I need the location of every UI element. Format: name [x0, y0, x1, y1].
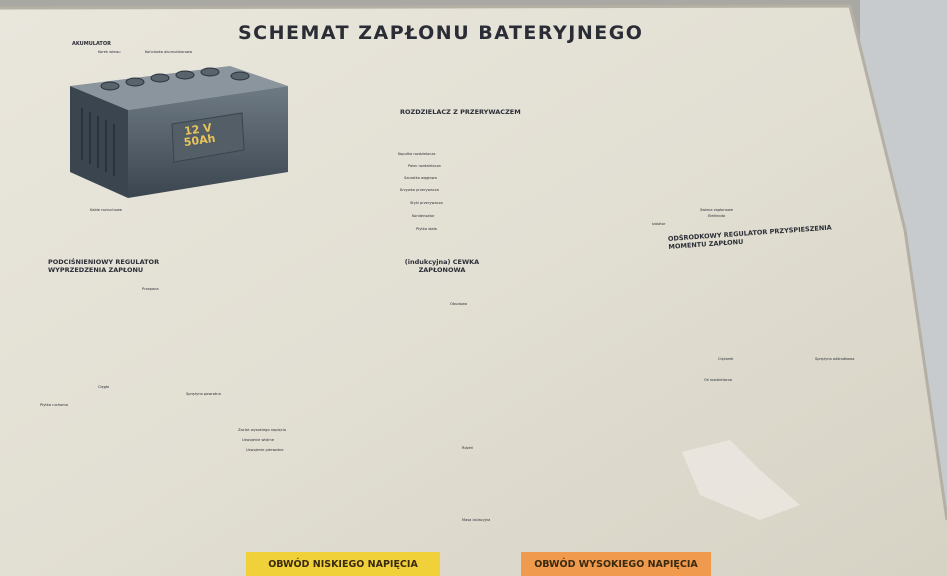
regulator-part-6: Oś rozdzielacza — [704, 378, 732, 382]
plug-label-2: Izolator — [652, 222, 666, 226]
regulator-part-3: Płytka ruchoma — [40, 403, 68, 407]
battery-label: AKUMULATOR — [72, 41, 111, 47]
vacuum-regulator-heading: PODCIŚNIENIOWY REGULATOR WYPRZEDZENIA ZA… — [48, 258, 160, 274]
regulator-part-2: Cięgło — [98, 385, 110, 389]
battery-part-0: Korek wlewu — [98, 50, 121, 54]
battery — [70, 66, 288, 198]
coil-part-4: Masa izolacyjna — [462, 518, 491, 522]
poster-title: SCHEMAT ZAPŁONU BATERYJNEGO — [238, 22, 644, 44]
distributor-part-4: Styki przerywacza — [410, 201, 443, 205]
regulator-part-5: Sprężyna odśrodkowa — [815, 357, 855, 361]
regulator-part-4: Ciężarek — [718, 357, 734, 361]
distributor-part-5: Kondensator — [412, 214, 435, 218]
battery-rating: 12 V 50Ah — [182, 121, 216, 149]
plug-label-0: Świece zapłonowe — [700, 208, 733, 212]
distributor-part-6: Płytka stała — [416, 227, 437, 231]
worn-patch — [682, 440, 800, 520]
regulator-part-0: Przepona — [142, 287, 159, 291]
distributor-part-1: Palec rozdzielacza — [408, 164, 441, 168]
coil-part-1: Uzwojenie wtórne — [242, 438, 274, 442]
distributor-part-2: Szczotka węglowa — [404, 176, 437, 180]
distributor-part-0: Kopułka rozdzielacza — [398, 152, 436, 156]
battery-part-2: Kable rozruchowe — [90, 208, 122, 212]
coil-part-0: Zacisk wysokiego napięcia — [238, 428, 286, 432]
coil-heading: (indukcyjna) CEWKA ZAPŁONOWA — [404, 258, 480, 274]
distributor-part-3: Krzywka przerywacza — [400, 188, 439, 192]
coil-part-5: Obudowa — [450, 302, 468, 306]
distributor-heading: ROZDZIELACZ Z PRZERYWACZEM — [400, 108, 521, 116]
coil-part-3: Rdzeń — [462, 446, 474, 450]
legend-high-voltage: OBWÓD WYSOKIEGO NAPIĘCIA — [521, 552, 711, 576]
coil-part-2: Uzwojenie pierwotne — [246, 448, 284, 452]
plug-label-1: Elektroda — [708, 214, 726, 218]
legend-low-voltage: OBWÓD NISKIEGO NAPIĘCIA — [246, 552, 440, 576]
poster-edge — [0, 4, 947, 521]
regulator-part-1: Sprężyna powrotna — [186, 392, 221, 396]
battery-part-1: Końcówka akumulatorowa — [145, 50, 192, 54]
